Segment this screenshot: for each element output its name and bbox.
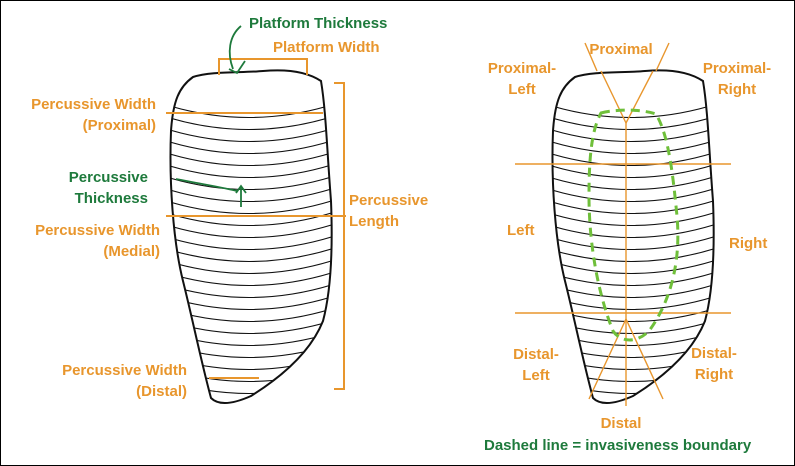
label-distal: Distal: [600, 415, 642, 432]
platform-thickness-leader: [228, 25, 242, 70]
zone-line-proximal-left-ext: [584, 42, 598, 72]
left-flake-outline: [169, 69, 333, 404]
label-line: Left: [508, 81, 536, 98]
zone-line-proximal-right: [625, 70, 654, 124]
label-line: Percussive: [349, 192, 429, 209]
label-line: Distal-: [513, 346, 559, 363]
right-flake-outline: [551, 69, 715, 404]
label-line: Left: [522, 367, 550, 384]
label-line: Percussive Width: [62, 362, 187, 379]
label-line: Length: [349, 213, 399, 230]
label-percussive-width-proximal: Percussive Width (Proximal): [31, 94, 156, 136]
label-line: (Distal): [136, 383, 187, 400]
label-percussive-length: Percussive Length: [349, 190, 428, 232]
right-zone-lines: [515, 42, 731, 406]
label-line: (Proximal): [82, 117, 156, 134]
label-line: Proximal-: [702, 60, 772, 77]
label-line: Percussive Width: [31, 96, 156, 113]
zone-line-distal-right: [625, 318, 664, 400]
platform-width-bracket: [218, 58, 308, 75]
label-line: (Medial): [103, 243, 160, 260]
left-thickness-markers: [175, 25, 247, 207]
label-line: Proximal-: [487, 60, 557, 77]
label-proximal-right: Proximal- Right: [689, 58, 785, 100]
label-line: Distal-: [691, 345, 737, 362]
label-distal-right: Distal- Right: [677, 343, 751, 385]
zone-line-proximal-right-ext: [655, 42, 670, 72]
label-percussive-thickness: Percussive Thickness: [69, 167, 148, 209]
platform-thickness-arrow: [228, 60, 246, 75]
zone-line-distal-left: [588, 318, 627, 400]
percussive-length-bracket: [334, 82, 345, 390]
percussive-thickness-arrow: [235, 184, 247, 194]
label-percussive-width-medial: Percussive Width (Medial): [35, 220, 160, 262]
label-line: Percussive: [68, 169, 148, 186]
invasiveness-boundary-dashed-line: [587, 108, 680, 342]
label-line: Right: [717, 81, 757, 98]
label-distal-left: Distal- Left: [499, 344, 573, 386]
label-percussive-width-distal: Percussive Width (Distal): [62, 360, 187, 402]
caption-invasiveness-boundary: Dashed line = invasiveness boundary: [484, 437, 752, 454]
label-proximal-left: Proximal- Left: [479, 58, 565, 100]
label-line: Percussive Width: [35, 222, 160, 239]
label-platform-width: Platform Width: [273, 39, 380, 56]
label-platform-thickness: Platform Thickness: [249, 15, 388, 32]
left-flake-drawing: [169, 69, 333, 404]
label-proximal: Proximal: [589, 41, 653, 58]
zone-line-proximal-left: [600, 70, 627, 124]
left-measurement-lines: [166, 58, 346, 390]
percussive-thickness-leader: [175, 178, 238, 192]
label-left: Left: [507, 222, 535, 239]
label-right: Right: [729, 235, 768, 252]
label-line: Right: [694, 366, 734, 383]
label-line: Thickness: [74, 190, 148, 207]
